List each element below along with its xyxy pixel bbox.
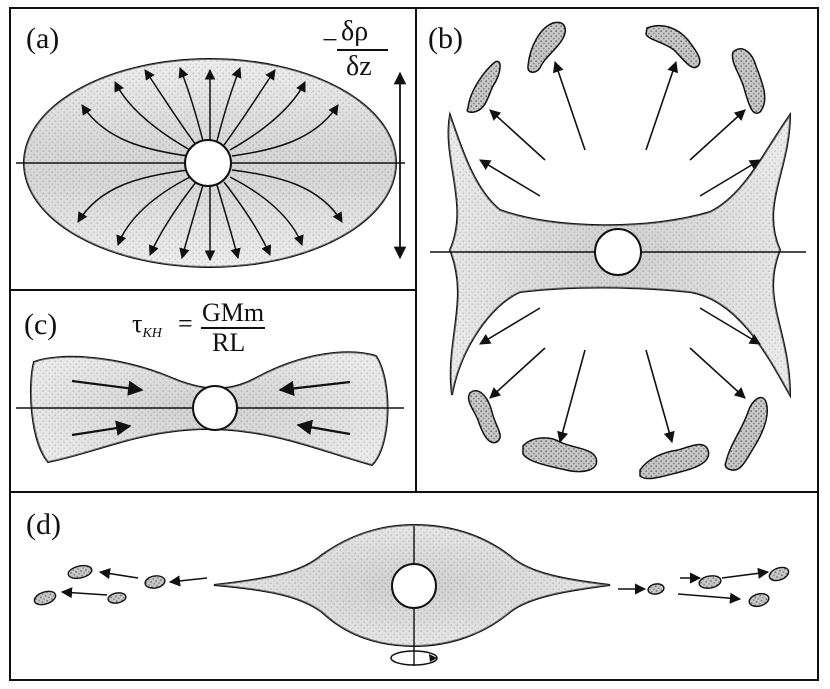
panel-b-central-star [594, 228, 642, 276]
panel-d-central-star [391, 563, 437, 609]
panel-d-arrow [677, 592, 742, 604]
panel-a-field-line [223, 69, 276, 146]
panel-c-central-star [192, 385, 238, 431]
panel-d-knot [33, 590, 57, 606]
panel-b-knot [522, 437, 598, 473]
panel-a-label: (a) [26, 22, 60, 55]
panel-b-knot [724, 396, 768, 471]
panel-a-field-line [229, 81, 306, 151]
panel-c [16, 351, 404, 467]
panel-a-field-line [148, 181, 197, 256]
panel-a-field-line [216, 67, 242, 142]
panel-a-field-line [231, 104, 339, 157]
panel-b-knot [467, 390, 501, 444]
panel-b-arrow [699, 307, 761, 345]
panel-a-field-line [179, 184, 204, 260]
formula-c-subscript: KH [142, 326, 162, 341]
panel-b [430, 21, 806, 480]
figure-border [9, 7, 819, 681]
panel-a-field-lines [77, 67, 343, 262]
panel-c-contraction-arrows [71, 379, 351, 437]
panel-c-arrow [71, 420, 132, 437]
panel-a-central-star [184, 139, 232, 187]
formula-c-fraction-line [201, 327, 265, 329]
panel-b-arrow [479, 307, 541, 345]
panel-a-field-line [216, 184, 241, 260]
panel-d-arrow [168, 575, 208, 587]
formula-a-denominator: δz [346, 51, 372, 82]
panel-a-field-line [229, 176, 304, 246]
formula-c-numerator: GMm [202, 298, 265, 327]
panel-c-arrow [71, 379, 144, 396]
panel-b-arrow [689, 109, 746, 161]
formula-a-fraction-line [337, 49, 388, 51]
panel-b-label: (b) [428, 22, 463, 55]
panel-a-field-line [178, 67, 204, 142]
panel-d [33, 523, 790, 666]
panel-a-field-line [223, 181, 272, 256]
formula-c-equals: = [178, 309, 193, 338]
panel-a-field-line [81, 104, 189, 157]
panel-d-knot [67, 564, 93, 580]
panel-a-field-line [77, 169, 189, 223]
panel-b-arrow [479, 159, 541, 197]
panel-c-arrow [296, 419, 351, 436]
panel-d-knot [768, 566, 790, 582]
panel-a-field-line [116, 176, 191, 246]
panel-b-arrow [552, 60, 586, 151]
panel-b-knot [527, 21, 566, 73]
panel-b-arrow [689, 347, 746, 399]
panel-b-arrow [699, 159, 761, 197]
panel-d-arrow [60, 587, 108, 599]
panel-b-arrow [645, 60, 679, 151]
panel-b-arrow [489, 347, 546, 399]
panel-d-jet-arrows [60, 567, 770, 604]
panel-c-label: (c) [24, 308, 58, 341]
panel-c-arrow [278, 380, 351, 397]
panel-b-outflow-arrows [479, 60, 761, 444]
formula-c-symbol: τKH [132, 311, 162, 341]
panel-b-arrow [645, 349, 675, 444]
panel-a [16, 58, 407, 268]
panel-d-knot [748, 592, 770, 608]
panel-d-arrow [721, 567, 770, 579]
panel-b-knot [466, 60, 501, 113]
panel-d-knots [33, 564, 790, 608]
panel-b-knots [466, 21, 768, 480]
panel-b-knot [639, 443, 710, 480]
panel-d-arrow [98, 568, 139, 580]
panel-a-field-line [114, 81, 191, 151]
panel-a-field-line [144, 69, 197, 146]
panel-b-arrow [489, 109, 546, 161]
panel-d-knot [144, 575, 166, 589]
formula-c-tau: τ [132, 309, 143, 338]
panel-b-knot [645, 24, 701, 69]
panel-b-arrow [557, 349, 586, 444]
panel-a-field-line [231, 169, 343, 223]
panel-d-knot [107, 592, 127, 604]
panel-d-label: (d) [26, 508, 61, 541]
panel-d-knot [698, 575, 722, 589]
panel-b-knot [731, 48, 766, 115]
formula-c-denominator: RL [212, 328, 246, 357]
panel-d-knot [647, 583, 665, 595]
formula-a-minus: − [322, 25, 338, 56]
panel-d-rotation-arrowhead [429, 654, 437, 662]
formula-a-numerator: δρ [341, 16, 369, 47]
